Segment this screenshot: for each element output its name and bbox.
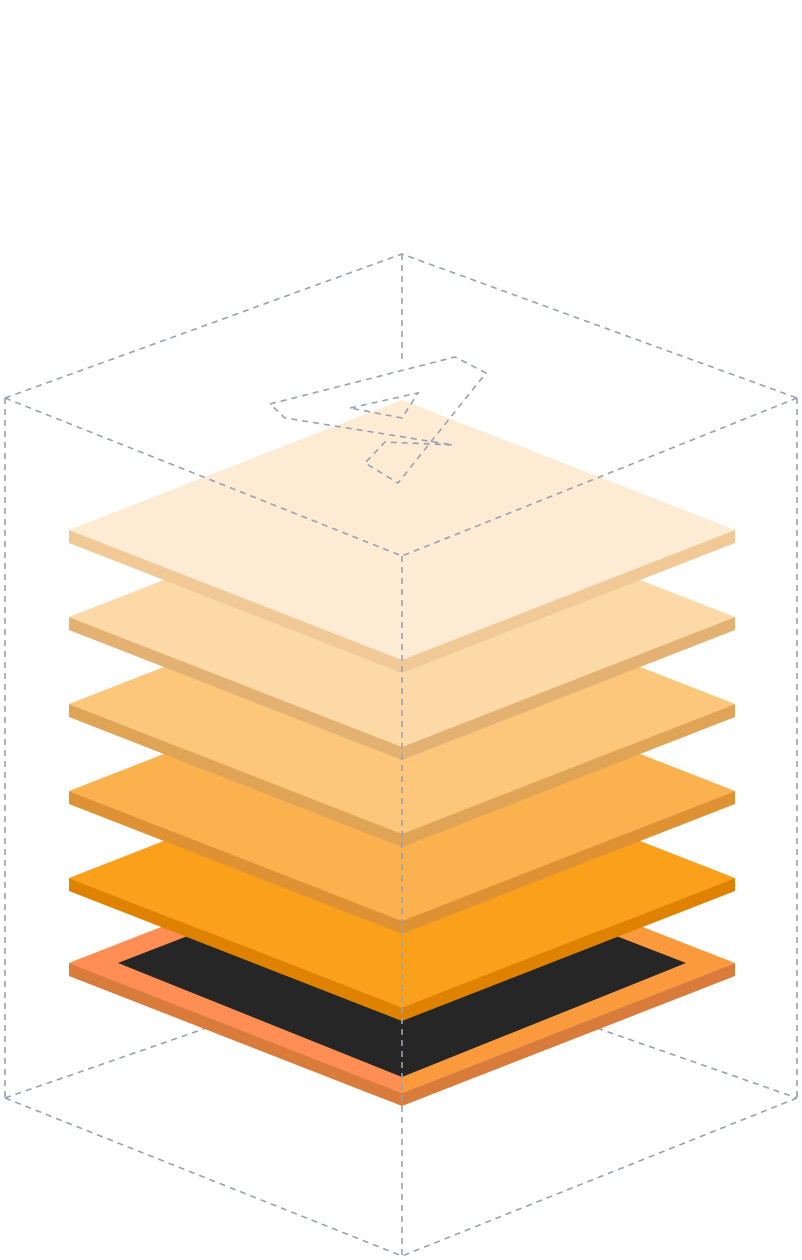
plane-outer-outline (268, 356, 488, 485)
layer-5 (69, 400, 735, 673)
wireframe-front-edges (4, 397, 798, 1257)
layer-5-top (69, 400, 735, 660)
base-plate-side-left (69, 963, 402, 1106)
plane-inner-fold (349, 391, 420, 419)
layer-2-side-left (69, 791, 402, 934)
layer-3-side-right (402, 704, 735, 847)
layer-4-side-right (402, 617, 735, 760)
front-bottom-edges (4, 1097, 798, 1257)
back-top-edges (4, 253, 798, 399)
layer-2-side-right (402, 791, 735, 934)
layer-1-side-left (69, 878, 402, 1021)
base-plate-side-right (402, 963, 735, 1106)
layer-5-side-right (402, 530, 735, 673)
layer-5-side-left (69, 530, 402, 673)
layer-1-side-right (402, 878, 735, 1021)
layer-3-side-left (69, 704, 402, 847)
layer-4-side-left (69, 617, 402, 760)
paper-plane-icon (268, 356, 488, 485)
